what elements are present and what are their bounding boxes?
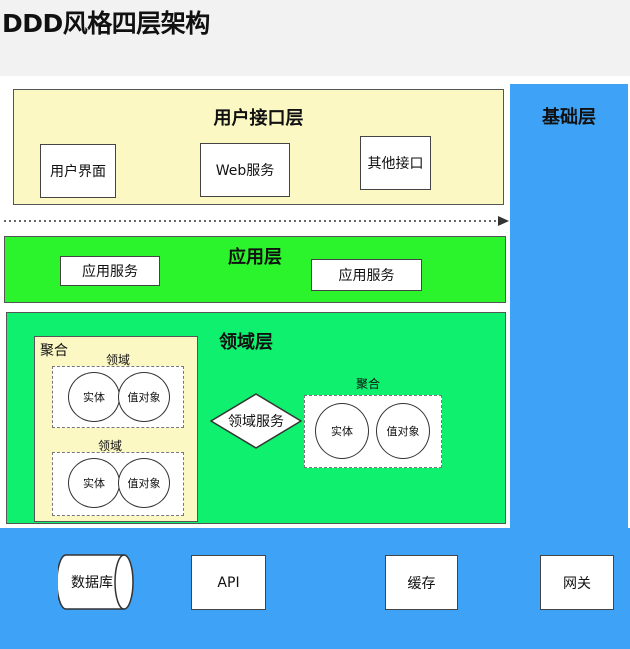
entity-circle-bottom: 实体 [68,458,120,508]
value-object-circle-bottom: 值对象 [118,458,170,508]
user-interface-box: 用户界面 [40,144,116,198]
domain-service-diamond: 领域服务 [210,393,302,449]
gateway-box: 网关 [540,555,614,610]
infrastructure-layer-label: 基础层 [542,107,596,128]
database-label: 数据库 [71,575,113,591]
database-cylinder: 数据库 [58,554,134,610]
api-box: API [191,555,266,610]
domain-service-label: 领域服务 [228,414,284,430]
application-service-box-left: 应用服务 [60,256,160,286]
web-service-box: Web服务 [200,143,290,197]
domain-layer-label: 领域层 [219,332,273,353]
application-service-box-right: 应用服务 [311,259,422,291]
dotted-arrow [4,216,509,226]
other-interface-box: 其他接口 [360,136,431,190]
entity-circle-top: 实体 [68,372,120,422]
cache-box: 缓存 [385,555,458,610]
aggregate-right-label: 聚合 [355,377,380,391]
domain-label-bottom: 领域 [97,439,122,453]
user-interface-layer-label: 用户接口层 [213,108,304,129]
entity-circle-right: 实体 [315,403,369,459]
application-layer-label: 应用层 [228,247,282,268]
value-object-circle-right: 值对象 [376,403,430,459]
value-object-circle-top: 值对象 [118,372,170,422]
aggregate-left-label: 聚合 [40,343,68,359]
domain-label-top: 领域 [105,353,130,367]
page-title: DDD风格四层架构 [2,9,210,38]
